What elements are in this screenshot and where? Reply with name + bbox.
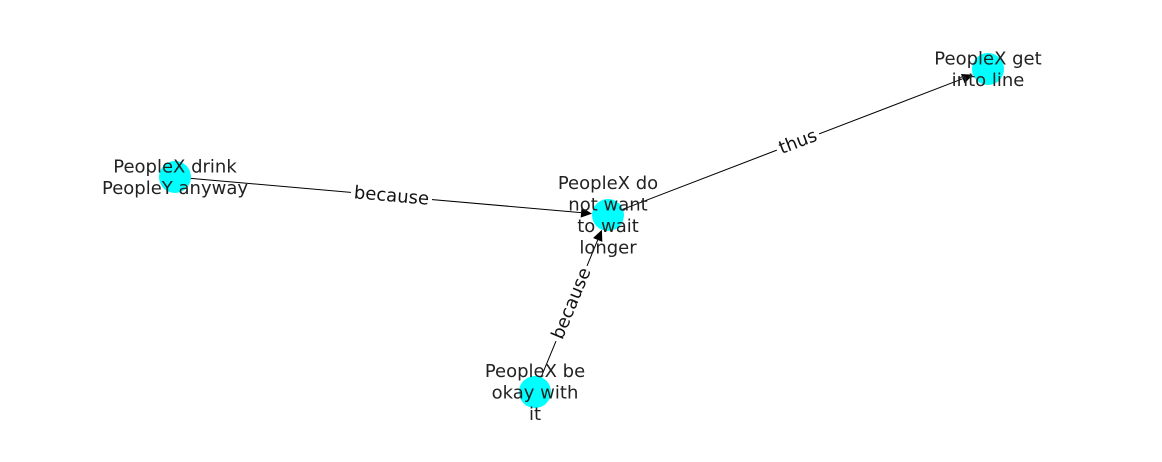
edges-layer bbox=[174, 74, 974, 393]
edge-label-background bbox=[545, 261, 598, 346]
node-wait[interactable] bbox=[592, 199, 624, 231]
edge-label-text: because bbox=[547, 265, 595, 343]
node-okay[interactable] bbox=[519, 376, 551, 408]
node-label-line: PeopleY anyway bbox=[102, 178, 248, 199]
nodes-layer bbox=[159, 53, 1004, 408]
edge-label-drink-to-wait: because bbox=[350, 180, 433, 212]
edge-label-okay-to-wait: because bbox=[545, 261, 598, 346]
node-label-line: it bbox=[529, 404, 541, 425]
edge-label-wait-to-line: thus bbox=[772, 123, 824, 161]
node-label-line: to wait bbox=[577, 216, 639, 237]
node-label-line: not want bbox=[568, 195, 647, 216]
node-label-line: PeopleX do bbox=[558, 173, 658, 194]
arrowhead-icon bbox=[580, 207, 593, 218]
node-label-line: longer bbox=[579, 238, 637, 259]
edge-label-background bbox=[772, 123, 824, 161]
node-label-line: PeopleX get bbox=[934, 49, 1041, 70]
edge-label-background bbox=[350, 180, 433, 212]
arrowhead-icon bbox=[593, 229, 603, 242]
node-label-line: okay with bbox=[492, 382, 579, 403]
arrowhead-icon bbox=[961, 74, 974, 84]
node-line[interactable] bbox=[972, 53, 1004, 85]
node-drink[interactable] bbox=[159, 161, 191, 193]
node-label-line: PeopleX be bbox=[485, 361, 585, 382]
node-label-line: into line bbox=[952, 70, 1025, 91]
node-label-line: PeopleX drink bbox=[113, 157, 237, 178]
edge-label-text: because bbox=[353, 182, 430, 210]
